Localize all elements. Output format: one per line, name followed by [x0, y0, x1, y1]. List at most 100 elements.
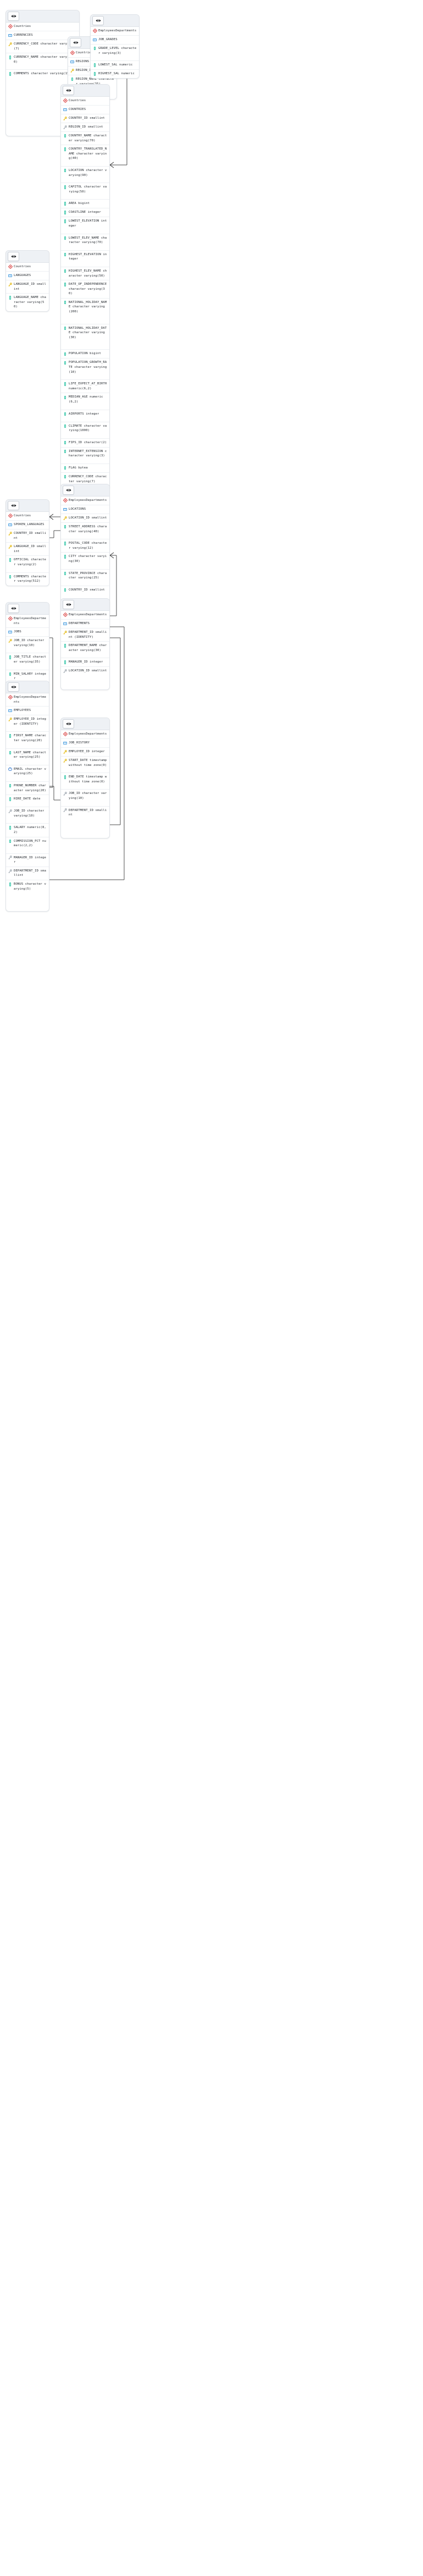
schema-row-jobs[interactable]: EmployeesDepartments — [6, 615, 49, 628]
column-row-locations-5[interactable]: COUNTRY_ID smallint — [61, 586, 109, 594]
visibility-toggle-button[interactable] — [63, 486, 74, 495]
visibility-toggle-button[interactable] — [8, 252, 19, 261]
visibility-toggle-button[interactable] — [63, 600, 74, 609]
table-name-row-locations[interactable]: LOCATIONS — [61, 505, 109, 514]
schema-row-languages[interactable]: Countries — [6, 263, 49, 272]
column-row-countries-3[interactable]: COUNTRY_TRANSLATED_NAME character varyin… — [61, 145, 109, 167]
column-row-countries-8[interactable]: LOWEST_ELEVATION integer — [61, 217, 109, 234]
column-row-job_history-0[interactable]: EMPLOYEE_ID integer — [61, 748, 109, 757]
column-row-job_grades-2[interactable]: HIGHEST_SAL numeric — [91, 70, 139, 78]
schema-row-departments[interactable]: EmployeesDepartments — [61, 611, 109, 620]
column-row-currencies-1[interactable]: CURRENCY_NAME character varying(40) — [6, 53, 79, 70]
column-row-job_history-4[interactable]: DEPARTMENT_ID smallint — [61, 807, 109, 819]
column-row-countries-17[interactable]: LIFE_EXPECT_AT_BIRTH numeric(6,2) — [61, 380, 109, 394]
visibility-toggle-button[interactable] — [8, 501, 19, 510]
column-row-jobs-0[interactable]: JOB_ID character varying(10) — [6, 637, 49, 654]
column-row-spoken_languages-1[interactable]: LANGUAGE_ID smallint — [6, 543, 49, 556]
column-row-countries-11[interactable]: HIGHEST_ELEV_NAME character varying(50) — [61, 267, 109, 281]
column-row-departments-3[interactable]: LOCATION_ID smallint — [61, 667, 109, 675]
column-row-regions-1[interactable]: REGION_NAME character varying(35) — [68, 75, 116, 88]
column-row-countries-12[interactable]: DATE_OF_INDEPENDENCE character varying(3… — [61, 280, 109, 299]
visibility-toggle-button[interactable] — [63, 719, 74, 729]
schema-row-job_history[interactable]: EmployeesDepartments — [61, 730, 109, 739]
column-row-spoken_languages-2[interactable]: OFFICIAL character varying(2) — [6, 556, 49, 573]
column-row-countries-16[interactable]: POPULATION_GROWTH_RATE character varying… — [61, 358, 109, 380]
column-row-countries-1[interactable]: REGION_ID smallint — [61, 123, 109, 132]
column-row-departments-1[interactable]: DEPARTMENT_NAME character varying(30) — [61, 642, 109, 659]
visibility-toggle-button[interactable] — [70, 38, 81, 47]
column-row-employees-9[interactable]: MANAGER_ID integer — [6, 854, 49, 867]
visibility-toggle-button[interactable] — [8, 12, 19, 21]
column-row-employees-11[interactable]: BONUS character varying(5) — [6, 880, 49, 896]
table-name-row-spoken_languages[interactable]: SPOKEN_LANGUAGES — [6, 521, 49, 529]
column-row-languages-1[interactable]: LANGUAGE_NAME character varying(50) — [6, 294, 49, 311]
column-row-employees-5[interactable]: HIRE_DATE date — [6, 795, 49, 808]
column-row-countries-5[interactable]: CAPITOL character varying(50) — [61, 183, 109, 200]
column-row-countries-19[interactable]: AIRPORTS integer — [61, 410, 109, 422]
column-row-currencies-2[interactable]: COMMENTS character varying(150) — [6, 70, 79, 90]
table-name-row-currencies[interactable]: CURRENCIES — [6, 31, 79, 40]
column-row-spoken_languages-3[interactable]: COMMENTS character varying(512) — [6, 573, 49, 586]
column-row-countries-22[interactable]: INTERNET_EXTENSION character varying(3) — [61, 448, 109, 464]
column-row-countries-20[interactable]: CLIMATE character varying(1000) — [61, 422, 109, 439]
column-row-employees-2[interactable]: LAST_NAME character varying(25) — [6, 749, 49, 765]
table-name-row-countries[interactable]: COUNTRIES — [61, 106, 109, 114]
schema-row-spoken_languages[interactable]: Countries — [6, 512, 49, 521]
column-row-employees-6[interactable]: JOB_ID character varying(10) — [6, 807, 49, 824]
column-row-locations-4[interactable]: STATE_PROVINCE character varying(25) — [61, 570, 109, 586]
column-row-locations-1[interactable]: STREET_ADDRESS character varying(40) — [61, 523, 109, 540]
table-name-row-jobs[interactable]: JOBS — [6, 628, 49, 637]
column-row-employees-4[interactable]: PHONE_NUMBER character varying(20) — [6, 782, 49, 796]
visibility-toggle-button[interactable] — [8, 682, 19, 692]
visibility-toggle-button[interactable] — [8, 604, 19, 613]
column-row-languages-0[interactable]: LANGUAGE_ID smallint — [6, 280, 49, 294]
column-row-currencies-0[interactable]: CURRENCY_CODE character varying(7) — [6, 40, 79, 54]
column-row-countries-4[interactable]: LOCATION character varying(90) — [61, 167, 109, 184]
column-row-countries-23[interactable]: FLAG bytea — [61, 464, 109, 473]
column-row-countries-18[interactable]: MEDIAN_AGE numeric(6,2) — [61, 393, 109, 410]
column-row-countries-9[interactable]: LOWEST_ELEV_NAME character varying(70) — [61, 234, 109, 251]
column-row-countries-13[interactable]: NATIONAL_HOLIDAY_NAME character varying(… — [61, 299, 109, 324]
visibility-toggle-button[interactable] — [63, 86, 74, 95]
schema-row-currencies[interactable]: Countries — [6, 23, 79, 31]
column-row-spoken_languages-0[interactable]: COUNTRY_ID smallint — [6, 529, 49, 543]
column-row-employees-10[interactable]: DEPARTMENT_ID smallint — [6, 867, 49, 881]
table-name-row-job_history[interactable]: JOB_HISTORY — [61, 739, 109, 748]
column-row-countries-14[interactable]: NATIONAL_HOLIDAY_DATE character varying(… — [61, 324, 109, 350]
table-name-row-departments[interactable]: DEPARTMENTS — [61, 620, 109, 628]
column-row-employees-8[interactable]: COMMISSION_PCT numeric(2,2) — [6, 837, 49, 854]
column-row-job_history-1[interactable]: START_DATE timestamp without time zone(0… — [61, 757, 109, 774]
column-row-jobs-1[interactable]: JOB_TITLE character varying(35) — [6, 653, 49, 670]
column-row-countries-7[interactable]: COASTLINE integer — [61, 208, 109, 218]
column-row-employees-7[interactable]: SALARY numeric(8,2) — [6, 824, 49, 837]
column-row-departments-0[interactable]: DEPARTMENT_ID smallint (IDENTITY) — [61, 628, 109, 642]
column-row-countries-21[interactable]: FIPS_ID character(2) — [61, 439, 109, 448]
visibility-toggle-button[interactable] — [92, 16, 104, 25]
column-row-countries-2[interactable]: COUNTRY_NAME character varying(70) — [61, 132, 109, 146]
column-row-job_history-2[interactable]: END_DATE timestamp without time zone(0) — [61, 773, 109, 790]
column-row-countries-15[interactable]: POPULATION bigint — [61, 350, 109, 359]
column-row-departments-2[interactable]: MANAGER_ID integer — [61, 658, 109, 668]
column-row-countries-24[interactable]: CURRENCY_CODE character varying(7) — [61, 473, 109, 489]
table-name-row-employees[interactable]: EMPLOYEES — [6, 707, 49, 716]
table-name-row-languages[interactable]: LANGUAGES — [6, 272, 49, 280]
column-row-job_history-3[interactable]: JOB_ID character varying(10) — [61, 790, 109, 807]
column-row-job_grades-0[interactable]: GRADE_LEVEL character varying(3) — [91, 45, 139, 62]
column-row-locations-0[interactable]: LOCATION_ID smallint — [61, 514, 109, 523]
column-row-countries-10[interactable]: HIGHEST_ELEVATION integer — [61, 251, 109, 267]
column-row-employees-1[interactable]: FIRST_NAME character varying(20) — [6, 732, 49, 749]
column-row-locations-2[interactable]: POSTAL_CODE character varying(12) — [61, 539, 109, 553]
schema-row-job_grades[interactable]: EmployeesDepartments — [91, 27, 139, 36]
schema-row-employees[interactable]: EmployeesDepartments — [6, 693, 49, 707]
column-row-job_grades-1[interactable]: LOWEST_SAL numeric — [91, 61, 139, 70]
column-row-countries-0[interactable]: COUNTRY_ID smallint — [61, 114, 109, 123]
column-row-employees-0[interactable]: EMPLOYEE_ID integer (IDENTITY) — [6, 715, 49, 732]
